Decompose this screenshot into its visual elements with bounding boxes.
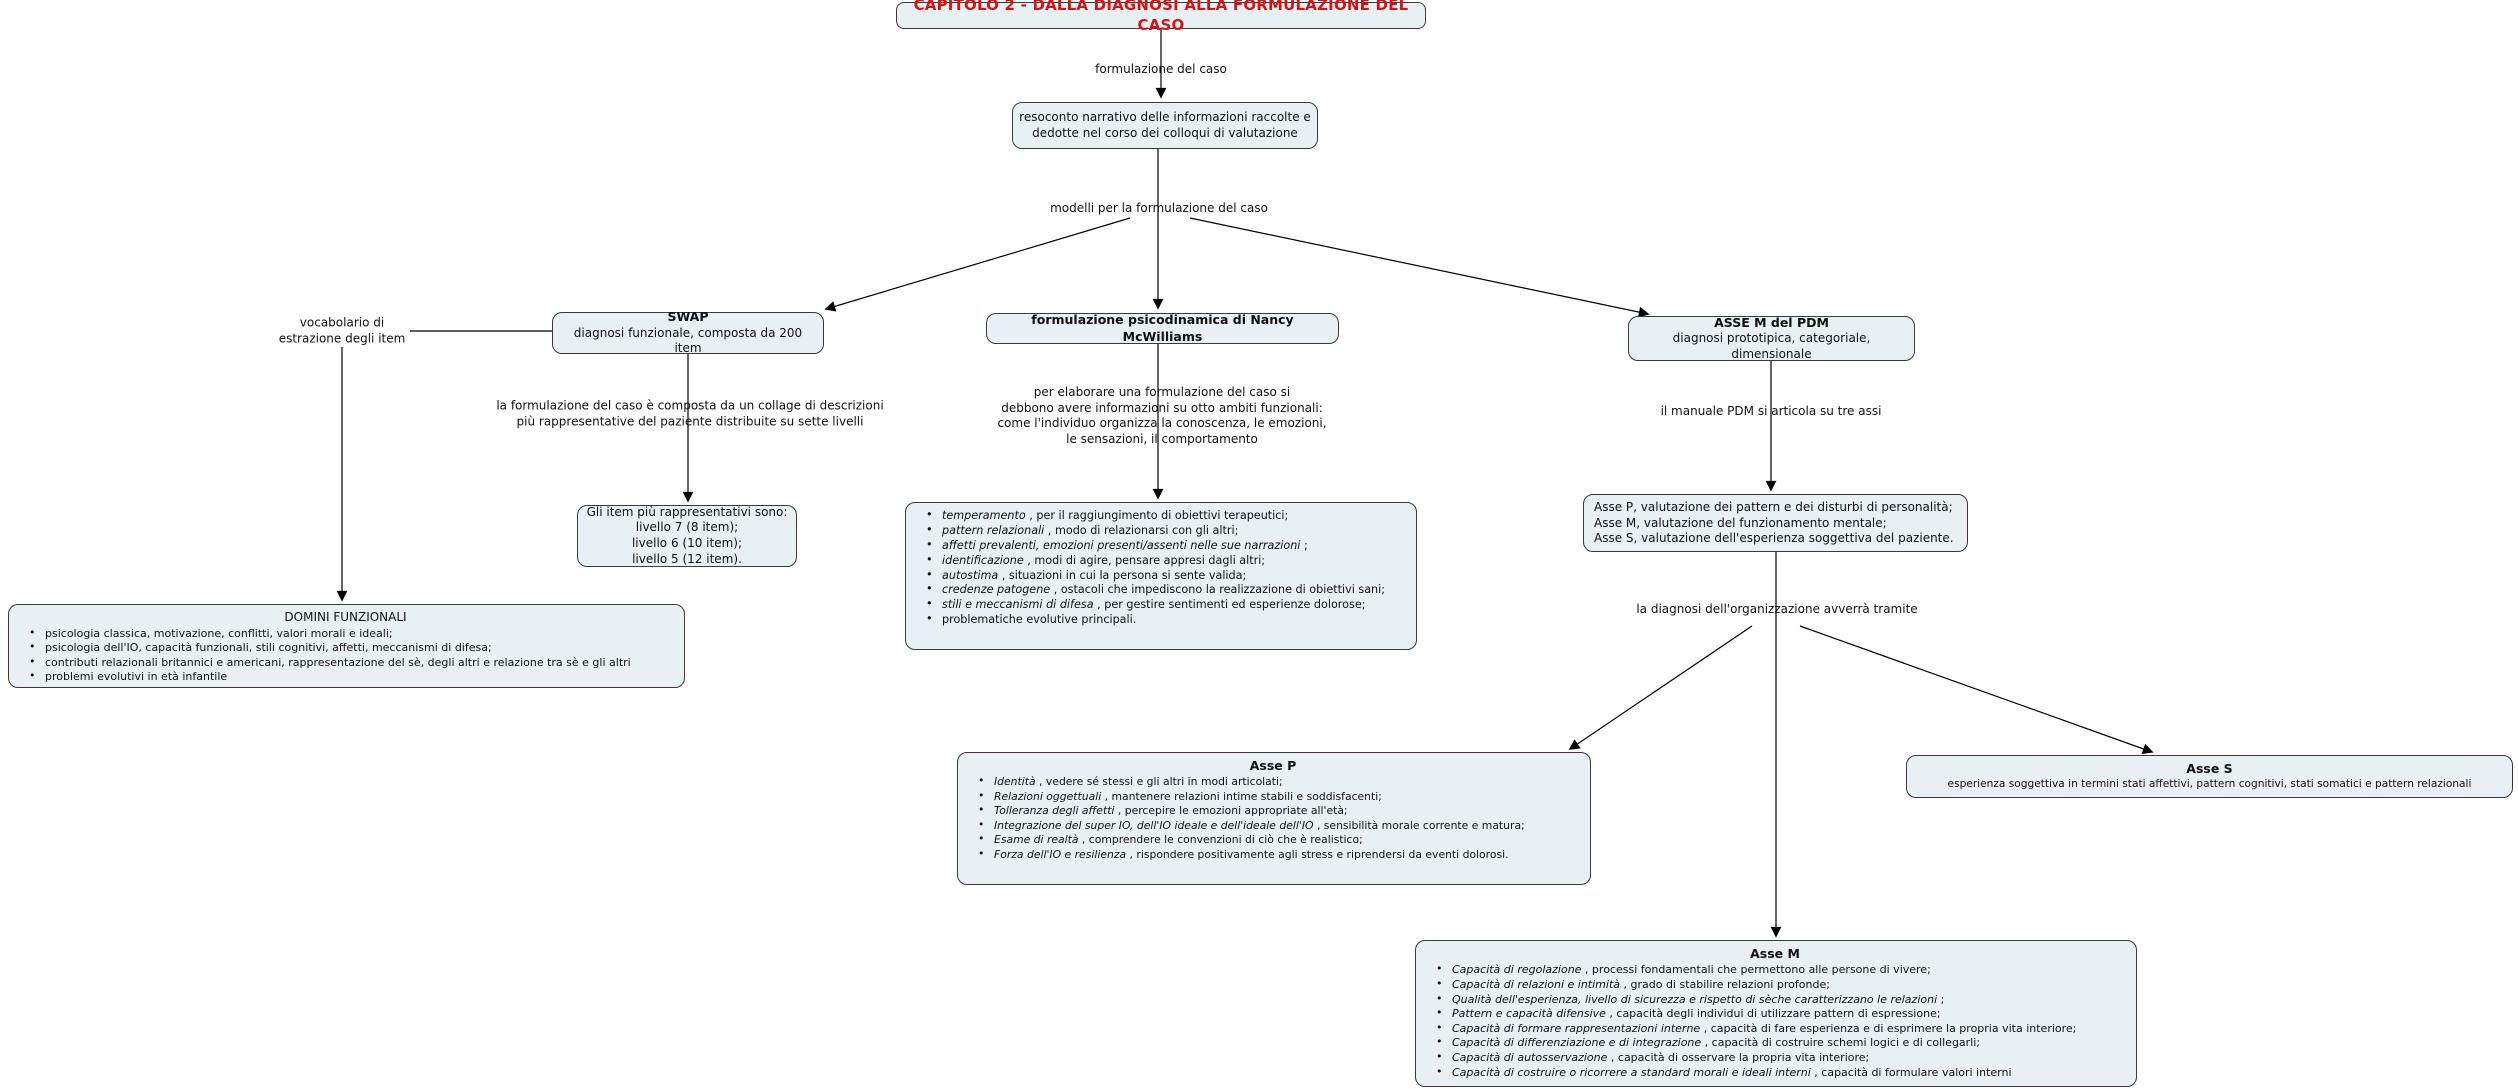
list-item: psicologia dell'IO, capacità funzionali,…	[27, 640, 676, 656]
node-pdm: ASSE M del PDM diagnosi prototipica, cat…	[1628, 314, 1915, 361]
list-item: Capacità di relazioni e intimità , grado…	[1434, 977, 2128, 993]
list-item: Forza dell'IO e resilienza , rispondere …	[976, 846, 1582, 862]
node-pdm-title: ASSE M del PDM	[1714, 314, 1829, 330]
list-item: Capacità di differenziazione e di integr…	[1434, 1035, 2128, 1051]
list-item: Qualità dell'esperienza, livello di sicu…	[1434, 992, 2128, 1008]
node-swap: SWAP diagnosi funzionale, composta da 20…	[552, 309, 824, 356]
list-item: pattern relazionali , modo di relazionar…	[924, 523, 1408, 539]
edge-modelli-to-pdm	[1189, 217, 1650, 318]
chapter-title-text: CAPITOLO 2 - DALLA DIAGNOSI ALLA FORMULA…	[913, 0, 1409, 34]
list-item: Capacità di costruire o ricorrere a stan…	[1434, 1065, 2128, 1081]
node-asse-s: Asse S esperienza soggettiva in termini …	[1906, 755, 2513, 798]
list-item: Integrazione del super IO, dell'IO ideal…	[976, 818, 1582, 833]
list-item: credenze patogene , ostacoli che impedis…	[924, 582, 1408, 598]
edge-modelli-to-swap	[824, 217, 1131, 312]
node-mcwilliams: formulazione psicodinamica di Nancy McWi…	[986, 312, 1339, 344]
node-resoconto: resoconto narrativo delle informazioni r…	[1012, 102, 1318, 149]
edge-diagnosi-to-asse-s	[1799, 625, 2154, 754]
list-item: Tolleranza degli affetti , percepire le …	[976, 803, 1582, 818]
list-item: autostima , situazioni in cui la persona…	[924, 568, 1408, 584]
list-item: Pattern e capacità difensive , capacità …	[1434, 1006, 2128, 1022]
list-item: Capacità di autosservazione , capacità d…	[1434, 1050, 2128, 1066]
list-item: problemi evolutivi in età infantile	[27, 669, 676, 685]
node-gli-item: Gli item più rappresentativi sono: livel…	[577, 505, 797, 567]
edge-label-formulazione-del-caso: formulazione del caso	[1095, 62, 1227, 77]
list-item: affetti prevalenti, emozioni presenti/as…	[924, 538, 1408, 554]
node-assi-text: Asse P, valutazione dei pattern e dei di…	[1594, 500, 1954, 546]
node-domini-funzionali: DOMINI FUNZIONALI psicologia classica, m…	[8, 604, 685, 688]
node-pdm-subtitle: diagnosi prototipica, categoriale, dimen…	[1672, 331, 1871, 361]
edge-label-modelli: modelli per la formulazione del caso	[1050, 201, 1268, 216]
node-resoconto-text: resoconto narrativo delle informazioni r…	[1019, 109, 1311, 140]
node-swap-subtitle: diagnosi funzionale, composta da 200 ite…	[573, 325, 803, 356]
list-item: Esame di realtà , comprendere le convenz…	[976, 832, 1582, 847]
list-item: Identità , vedere sé stessi e gli altri …	[976, 774, 1582, 789]
node-gli-item-text: Gli item più rappresentativi sono: livel…	[586, 504, 788, 566]
list-item: contributi relazionali britannici e amer…	[27, 655, 676, 671]
node-asse-s-subtitle: esperienza soggettiva in termini stati a…	[1947, 777, 2472, 790]
node-chapter-title: CAPITOLO 2 - DALLA DIAGNOSI ALLA FORMULA…	[896, 0, 1426, 34]
list-item: Capacità di regolazione , processi fonda…	[1434, 962, 2128, 978]
edge-label-diagnosi-organizzazione: la diagnosi dell'organizzazione avverrà …	[1636, 602, 1918, 617]
edge-label-manuale-pdm: il manuale PDM si articola su tre assi	[1660, 404, 1882, 419]
node-asse-m: Asse M Capacità di regolazione , process…	[1415, 940, 2137, 1087]
ambiti-list: temperamento , per il raggiungimento di …	[912, 508, 1408, 628]
node-asse-p: Asse P Identità , vedere sé stessi e gli…	[957, 752, 1591, 885]
list-item: Capacità di formare rappresentazioni int…	[1434, 1021, 2128, 1037]
edge-label-vocabolario: vocabolario di estrazione degli item	[278, 315, 406, 345]
asse-m-list: Capacità di regolazione , processi fonda…	[1422, 962, 2128, 1081]
asse-p-list: Identità , vedere sé stessi e gli altri …	[964, 774, 1582, 862]
list-item: problematiche evolutive principali.	[924, 612, 1408, 628]
list-item: psicologia classica, motivazione, confli…	[27, 626, 676, 642]
node-asse-m-title: Asse M	[1750, 946, 1800, 961]
node-asse-p-title: Asse P	[1249, 758, 1297, 773]
node-asse-s-title: Asse S	[2186, 761, 2233, 777]
edge-label-collage: la formulazione del caso è composta da u…	[496, 398, 884, 428]
edge-label-per-elaborare: per elaborare una formulazione del caso …	[997, 384, 1327, 446]
node-ambiti-funzionali: temperamento , per il raggiungimento di …	[905, 502, 1417, 650]
node-domini-title: DOMINI FUNZIONALI	[284, 610, 407, 624]
node-swap-title: SWAP	[667, 309, 709, 325]
list-item: Relazioni oggettuali , mantenere relazio…	[976, 789, 1582, 804]
list-item: temperamento , per il raggiungimento di …	[924, 508, 1408, 524]
list-item: identificazione , modi di agire, pensare…	[924, 553, 1408, 569]
edge-diagnosi-to-asse-p	[1568, 625, 1753, 750]
list-item: stili e meccanismi di difesa , per gesti…	[924, 597, 1408, 613]
node-assi-riepilogo: Asse P, valutazione dei pattern e dei di…	[1583, 494, 1968, 552]
domini-list: psicologia classica, motivazione, confli…	[15, 626, 676, 686]
node-mcwilliams-title: formulazione psicodinamica di Nancy McWi…	[1031, 312, 1294, 344]
